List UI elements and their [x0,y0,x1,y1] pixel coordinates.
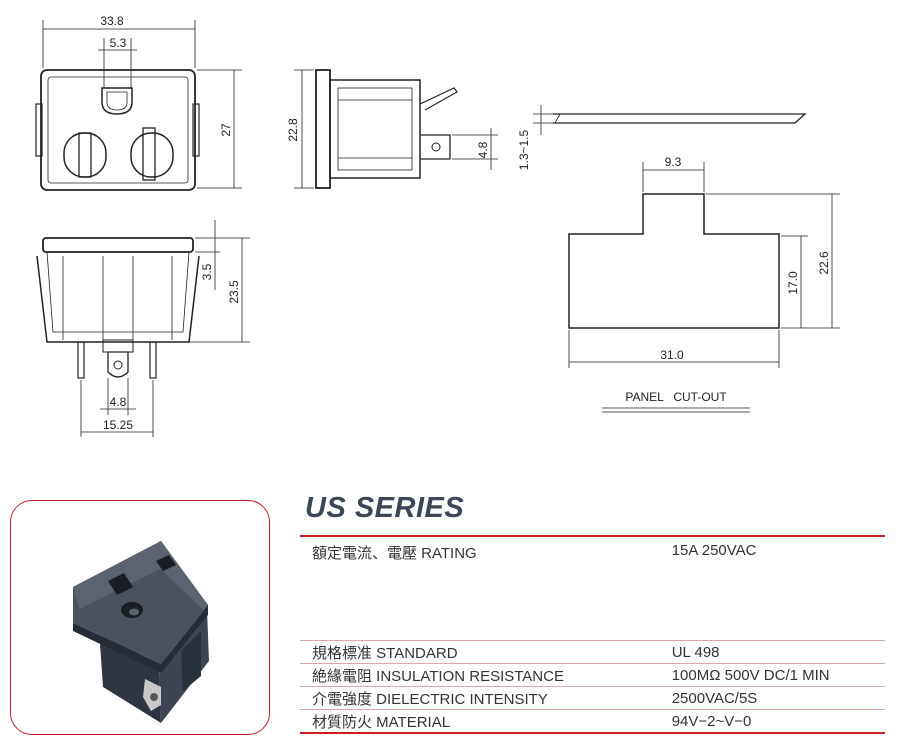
spec-value: 2500VAC/5S [641,686,885,710]
front-view [36,237,200,379]
spec-row-dielectric: 介電強度 DIELECTRIC INTENSITY 2500VAC/5S [300,686,885,710]
dim-front-ledge: 3.5 [200,263,214,280]
side-view [315,69,458,189]
spec-label: 介電強度 DIELECTRIC INTENSITY [300,686,642,710]
spec-table: 額定電流、電壓 RATING 15A 250VAC 規格標准 STANDARD … [300,535,885,734]
spec-label: 絶緣電阻 INSULATION RESISTANCE [300,663,642,687]
dim-cutout-total-height: 22.6 [817,251,831,275]
dim-panel-thickness: 1.3~1.5 [517,129,531,170]
dim-cutout-width: 31.0 [660,348,684,362]
spec-row-insulation: 絶緣電阻 INSULATION RESISTANCE 100MΩ 500V DC… [300,663,885,687]
spec-value: 94V−2~V−0 [641,709,885,734]
dim-side-height: 22.8 [286,118,300,142]
series-title: US SERIES [305,492,465,524]
dim-top-pin-spacing: 5.3 [110,36,127,50]
cutout-caption: PANEL CUT-OUT [625,390,727,404]
spec-label: 額定電流、電壓 RATING [300,535,642,641]
dim-front-height: 23.5 [227,280,241,304]
product-photo-frame [10,500,270,735]
spec-value: 15A 250VAC [641,535,885,641]
dim-front-pin-span: 15.25 [103,418,133,432]
dim-side-tab: 4.8 [476,141,490,158]
top-view [35,69,200,191]
dim-cutout-notch: 9.3 [665,155,682,169]
spec-value: 100MΩ 500V DC/1 MIN [641,663,885,687]
spec-label: 規格標准 STANDARD [300,640,642,664]
spec-row-standard: 規格標准 STANDARD UL 498 [300,640,885,664]
spec-row-rating: 額定電流、電壓 RATING 15A 250VAC [300,535,885,641]
dim-front-tab-width: 4.8 [110,395,127,409]
dim-top-height: 27 [219,123,233,137]
technical-drawing: 33.8 5.3 27 3.5 23.5 4.8 15.25 22.8 4.8 … [35,14,840,437]
product-photo [73,541,209,723]
spec-label: 材質防火 MATERIAL [300,709,642,734]
spec-value: UL 498 [641,640,885,664]
dim-top-width: 33.8 [100,14,124,28]
panel-cutout [568,193,780,329]
spec-row-material: 材質防火 MATERIAL 94V−2~V−0 [300,709,885,734]
dim-cutout-body-height: 17.0 [786,271,800,295]
panel-section [553,113,807,124]
